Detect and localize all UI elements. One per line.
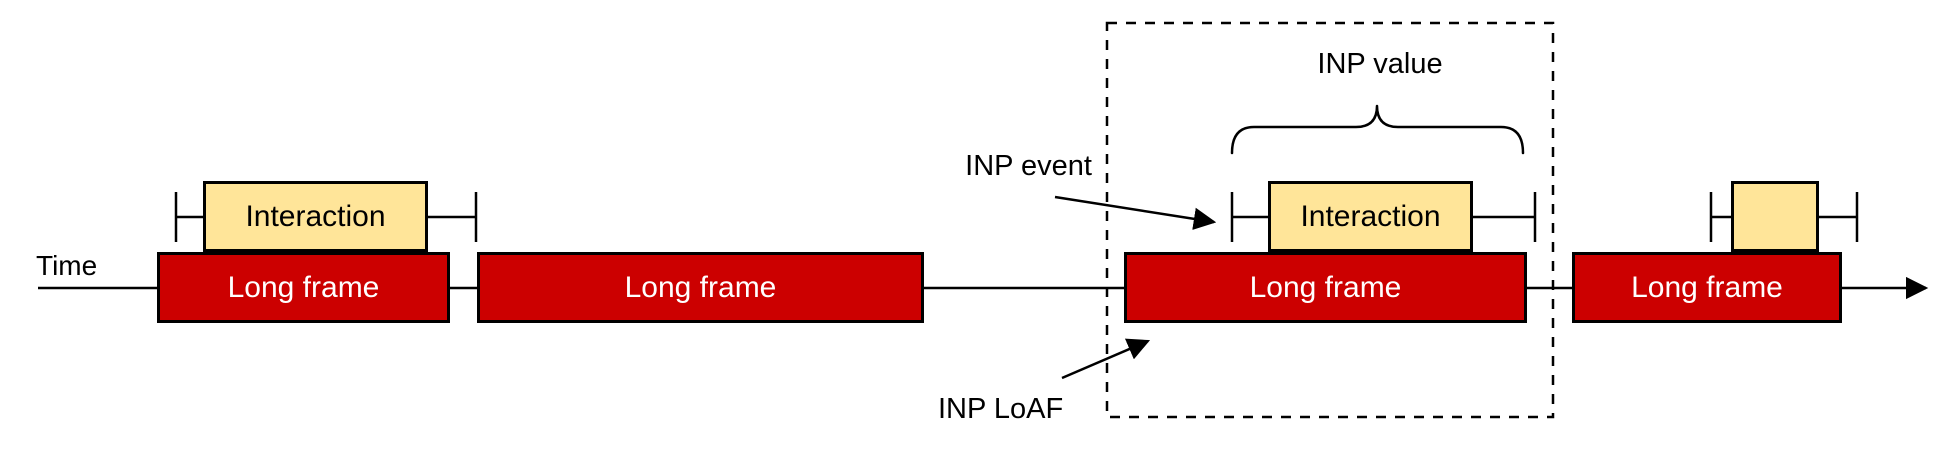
long-frame-3: Long frame xyxy=(1124,252,1527,323)
time-axis-label: Time xyxy=(36,250,98,281)
interaction-2: Interaction xyxy=(1268,181,1473,252)
long-frame-3-label: Long frame xyxy=(1249,270,1402,304)
inp-loaf-arrow xyxy=(1061,338,1151,380)
long-frame-2: Long frame xyxy=(477,252,924,323)
interaction-1-label: Interaction xyxy=(245,199,386,233)
inp-loaf-label: INP LoAF xyxy=(938,393,1064,425)
inp-loaf-dashed-box xyxy=(1105,21,1555,419)
long-frame-2-label: Long frame xyxy=(624,270,777,304)
long-frame-1: Long frame xyxy=(157,252,450,323)
interaction-1: Interaction xyxy=(203,181,428,252)
interaction-3 xyxy=(1731,181,1819,252)
inp-event-arrow xyxy=(1054,195,1217,230)
interaction-2-label: Interaction xyxy=(1300,199,1441,233)
inp-value-brace xyxy=(1230,104,1525,155)
inp-value-label: INP value xyxy=(1317,48,1443,80)
inp-event-label: INP event xyxy=(965,150,1092,182)
long-frame-1-label: Long frame xyxy=(227,270,380,304)
long-frame-4-label: Long frame xyxy=(1631,270,1783,304)
long-frame-4: Long frame xyxy=(1572,252,1842,323)
